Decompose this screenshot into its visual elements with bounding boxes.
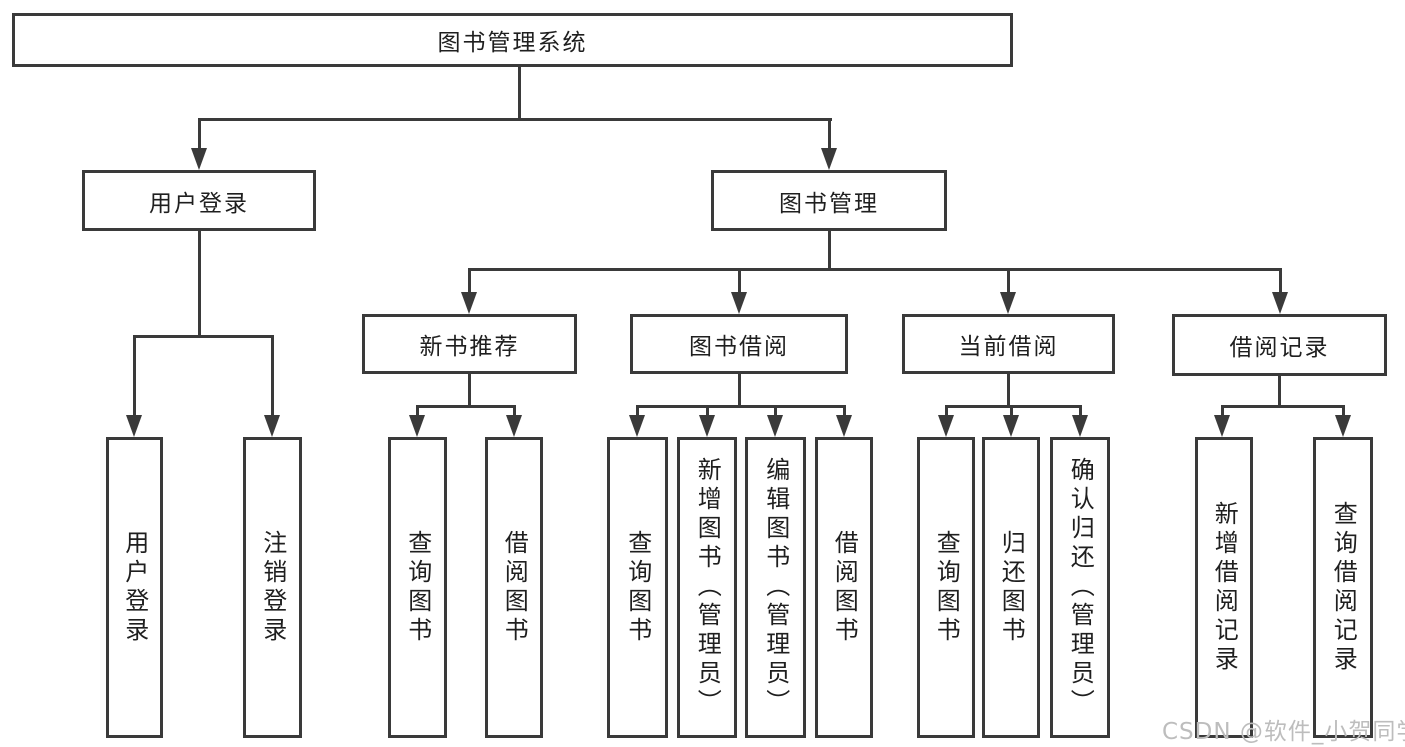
arrowhead-down: [1214, 415, 1230, 437]
arrowhead-down: [1000, 292, 1016, 314]
leaf-add-book-admin: 新增图书（管理员）: [677, 437, 737, 738]
connector-vline: [198, 231, 201, 338]
connector-stem: [271, 335, 274, 417]
arrowhead-down: [1335, 415, 1351, 437]
leaf-label: 查询图书: [403, 529, 432, 646]
leaf-label: 用户登录: [120, 529, 149, 646]
arrowhead-down: [1072, 415, 1088, 437]
leaf-add-borrow-record: 新增借阅记录: [1195, 437, 1253, 738]
connector-stem: [198, 118, 201, 150]
connector-hline: [468, 268, 1281, 271]
connector-hline: [198, 118, 832, 121]
node-book-management: 图书管理: [711, 170, 947, 231]
connector-vline: [1278, 376, 1281, 407]
leaf-label: 借阅图书: [500, 529, 529, 646]
leaf-query-borrow-record: 查询借阅记录: [1313, 437, 1373, 738]
leaf-label: 归还图书: [997, 529, 1026, 646]
arrowhead-down: [629, 415, 645, 437]
connector-vline: [468, 374, 471, 407]
csdn-watermark: CSDN @软件_小贺同学: [1162, 719, 1405, 745]
arrowhead-down: [461, 292, 477, 314]
leaf-borrow-books-recommend: 借阅图书: [485, 437, 543, 738]
connector-stem: [945, 405, 948, 417]
connector-stem: [774, 405, 777, 417]
leaf-query-books-borrowing: 查询图书: [607, 437, 668, 738]
arrowhead-down: [1272, 292, 1288, 314]
connector-stem: [828, 118, 831, 150]
arrowhead-down: [731, 292, 747, 314]
connector-hline: [416, 405, 516, 408]
leaf-label: 查询借阅记录: [1329, 500, 1358, 675]
node-root: 图书管理系统: [12, 13, 1013, 67]
connector-vline: [1007, 374, 1010, 407]
connector-stem: [1221, 405, 1224, 417]
arrowhead-down: [767, 415, 783, 437]
arrowhead-down: [1003, 415, 1019, 437]
connector-vline: [738, 374, 741, 407]
arrowhead-down: [126, 415, 142, 437]
arrowhead-down: [836, 415, 852, 437]
connector-stem: [416, 405, 419, 417]
connector-stem: [843, 405, 846, 417]
leaf-edit-book-admin: 编辑图书（管理员）: [745, 437, 806, 738]
leaf-borrow-books-borrowing: 借阅图书: [815, 437, 873, 738]
leaf-label: 借阅图书: [830, 529, 859, 646]
leaf-label: 查询图书: [623, 529, 652, 646]
arrowhead-down: [938, 415, 954, 437]
connector-stem: [1279, 268, 1282, 294]
node-book-borrowing: 图书借阅: [630, 314, 848, 374]
connector-stem: [1007, 268, 1010, 294]
arrowhead-down: [191, 148, 207, 170]
leaf-query-books-current: 查询图书: [917, 437, 975, 738]
leaf-label: 新增借阅记录: [1210, 500, 1239, 675]
leaf-label: 编辑图书（管理员）: [761, 457, 790, 718]
node-current-borrowing: 当前借阅: [902, 314, 1115, 374]
connector-vline: [518, 67, 521, 120]
leaf-label: 确认归还（管理员）: [1066, 457, 1095, 718]
connector-hline: [636, 405, 846, 408]
leaf-user-login: 用户登录: [106, 437, 163, 738]
connector-stem: [738, 268, 741, 294]
arrowhead-down: [409, 415, 425, 437]
connector-hline: [945, 405, 1082, 408]
connector-stem: [133, 335, 136, 417]
leaf-label: 新增图书（管理员）: [693, 457, 722, 718]
leaf-label: 注销登录: [258, 529, 287, 646]
connector-stem: [468, 268, 471, 294]
connector-stem: [1010, 405, 1013, 417]
connector-stem: [1342, 405, 1345, 417]
leaf-label: 查询图书: [932, 529, 961, 646]
node-borrowing-records: 借阅记录: [1172, 314, 1387, 376]
connector-stem: [513, 405, 516, 417]
node-user-login: 用户登录: [82, 170, 316, 231]
arrowhead-down: [264, 415, 280, 437]
leaf-confirm-return-admin: 确认归还（管理员）: [1050, 437, 1110, 738]
connector-stem: [636, 405, 639, 417]
node-new-book-recommend: 新书推荐: [362, 314, 577, 374]
connector-hline: [133, 335, 274, 338]
arrowhead-down: [699, 415, 715, 437]
connector-vline: [828, 231, 831, 271]
arrowhead-down: [506, 415, 522, 437]
leaf-query-books-recommend: 查询图书: [388, 437, 447, 738]
connector-hline: [1221, 405, 1345, 408]
connector-stem: [706, 405, 709, 417]
connector-stem: [1079, 405, 1082, 417]
arrowhead-down: [821, 148, 837, 170]
leaf-return-books: 归还图书: [982, 437, 1040, 738]
leaf-logout: 注销登录: [243, 437, 302, 738]
